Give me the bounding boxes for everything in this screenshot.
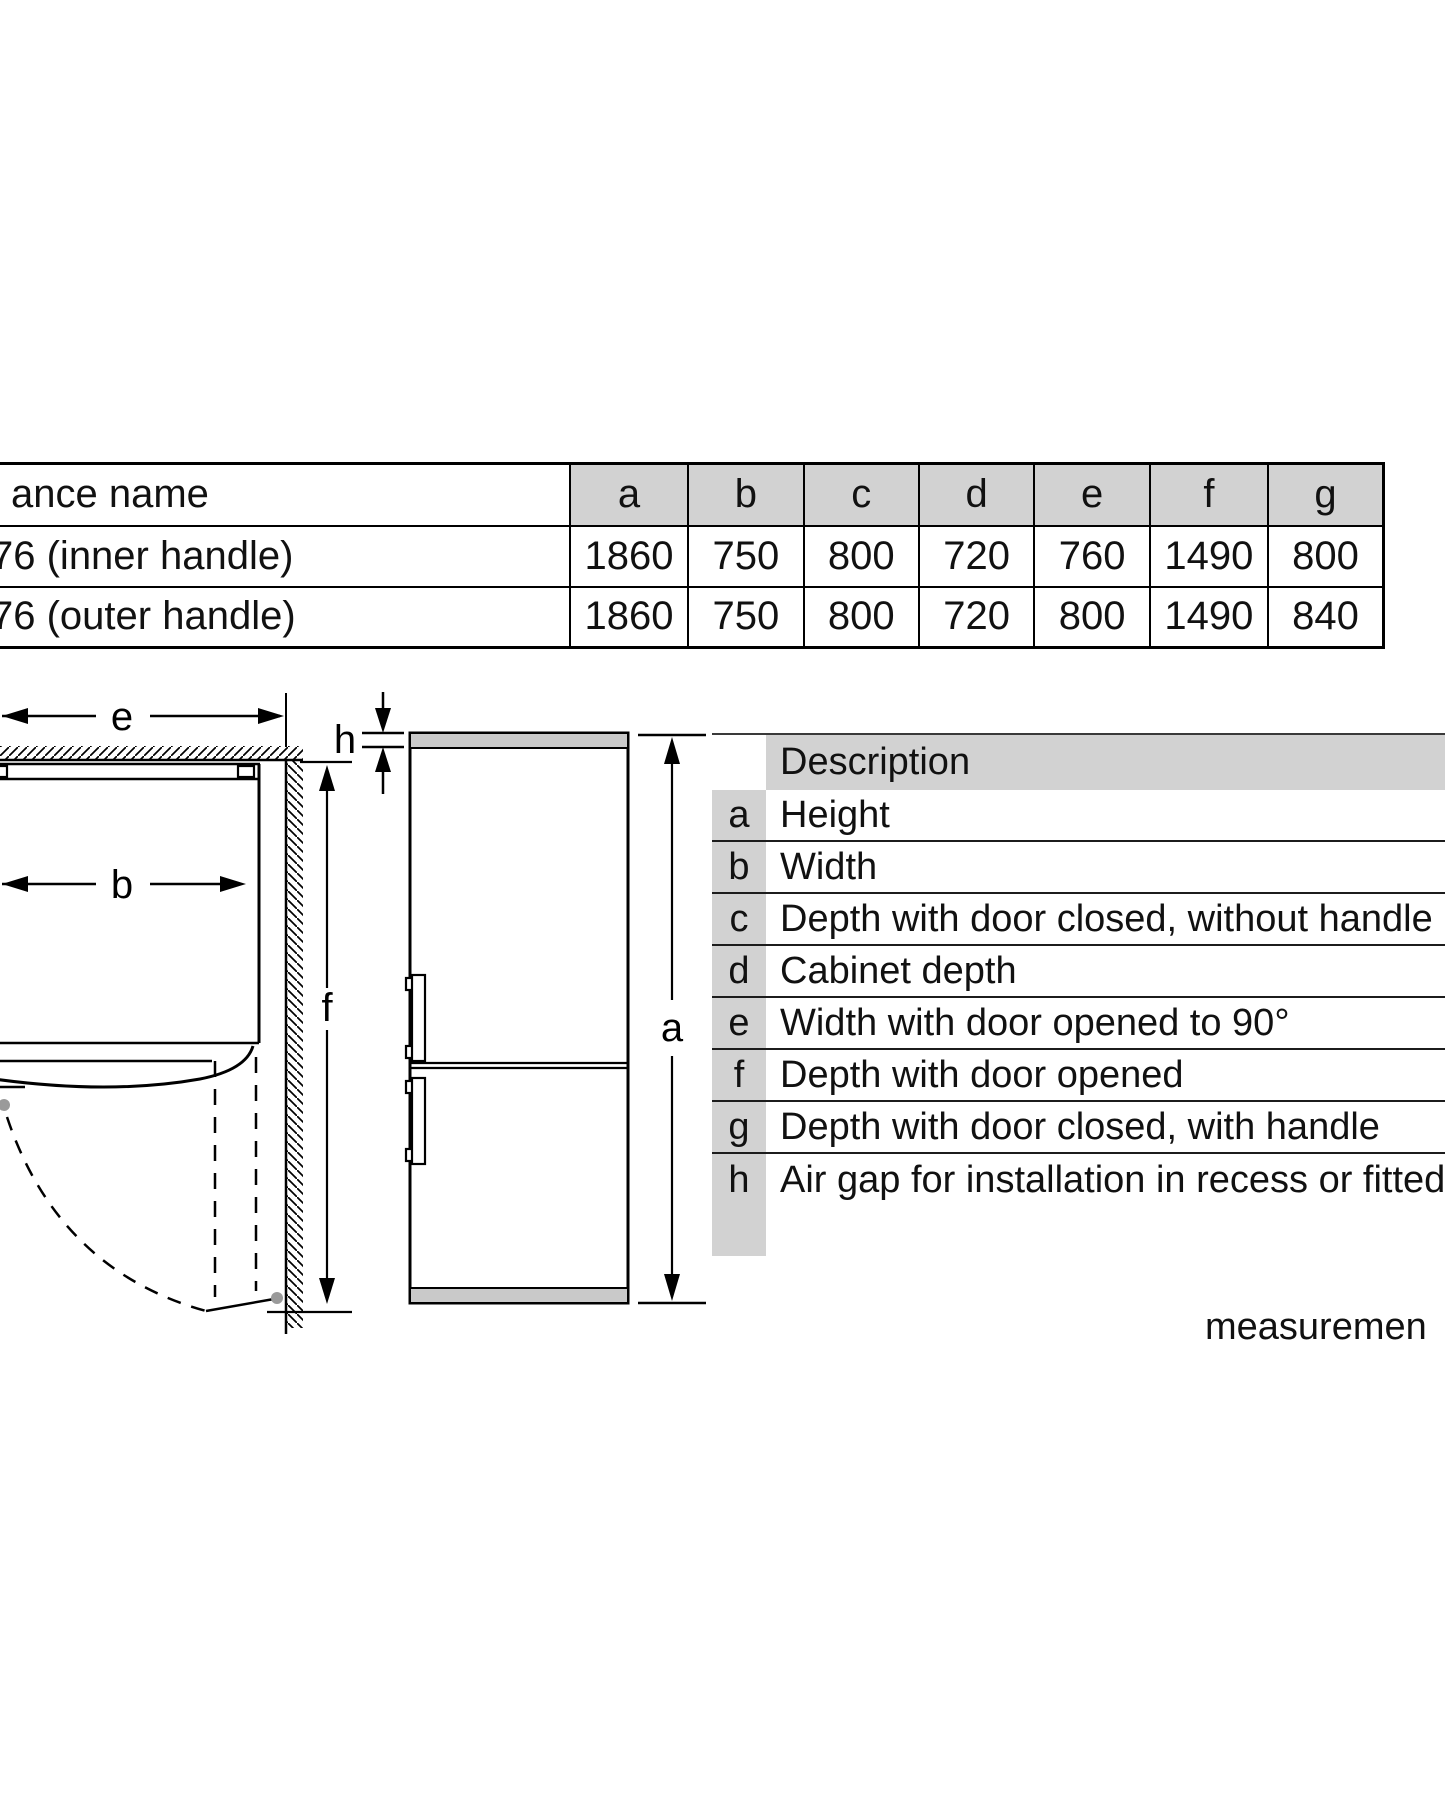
spec-row-name: 76 (outer handle) xyxy=(0,585,571,649)
dimension-label-e: e xyxy=(111,695,133,739)
spec-col-header-f: f xyxy=(1148,462,1269,527)
spec-value: 720 xyxy=(917,524,1036,588)
description-table: Description a Height b Width c Depth wit… xyxy=(712,733,1445,1256)
fridge-top-cap xyxy=(409,732,629,749)
wall-top-view xyxy=(0,693,303,1334)
spec-value: 1860 xyxy=(568,524,690,588)
row-description: Depth with door closed, without handle xyxy=(780,897,1433,940)
hinge-pivot-dot xyxy=(271,1292,283,1304)
arrowhead-left-icon xyxy=(2,708,28,724)
dimension-label-f: f xyxy=(321,986,333,1030)
door-swing-arc xyxy=(5,1057,283,1313)
spec-row-inner-handle: 76 (inner handle) 1860 750 800 720 760 1… xyxy=(0,524,1385,588)
dimension-e: e xyxy=(2,695,284,739)
spec-row-outer-handle: 76 (outer handle) 1860 750 800 720 800 1… xyxy=(0,585,1385,649)
spec-row-name: 76 (inner handle) xyxy=(0,524,571,588)
dimension-label-a: a xyxy=(661,1006,684,1050)
arrowhead-right-icon xyxy=(258,708,284,724)
cabinet-top-view xyxy=(0,762,261,1045)
arrowhead-down-icon xyxy=(664,1274,680,1301)
spec-col-header-g: g xyxy=(1266,462,1385,527)
row-letter: c xyxy=(712,894,766,944)
row-description: Depth with door opened xyxy=(780,1053,1184,1096)
swing-arc xyxy=(5,1116,207,1313)
spec-value: 1490 xyxy=(1148,585,1269,649)
arrowhead-down-icon xyxy=(375,708,391,733)
description-row-h: h Air gap for installation in recess or … xyxy=(712,1154,1445,1206)
spec-value: 750 xyxy=(687,524,805,588)
dimension-f: f xyxy=(267,760,352,1314)
spec-value: 840 xyxy=(1266,585,1385,649)
arrowhead-right-icon xyxy=(220,876,246,892)
arrowhead-up-icon xyxy=(664,737,680,764)
spec-name-header: ance name xyxy=(0,462,571,527)
fridge-plinth xyxy=(409,1287,629,1304)
row-letter: f xyxy=(712,1050,766,1100)
letter-header-cell xyxy=(712,735,766,790)
upper-door-handle xyxy=(404,973,427,1063)
arrowhead-down-icon xyxy=(319,1278,335,1304)
description-row-e: e Width with door opened to 90° xyxy=(712,998,1445,1050)
spec-value: 800 xyxy=(802,585,920,649)
description-header-row: Description xyxy=(712,735,1445,790)
spec-value: 1860 xyxy=(568,585,690,649)
dimension-b: b xyxy=(2,863,246,907)
wall-hatch-horizontal xyxy=(0,746,303,759)
dimension-a: a xyxy=(638,733,706,1305)
row-letter: h xyxy=(712,1154,766,1206)
spec-value: 750 xyxy=(687,585,805,649)
lower-door-handle xyxy=(404,1076,427,1166)
dimension-h: h xyxy=(334,692,404,794)
description-row-g: g Depth with door closed, with handle xyxy=(712,1102,1445,1154)
description-row-c: c Depth with door closed, without handle xyxy=(712,894,1445,946)
wall-hatch-vertical xyxy=(287,760,303,1328)
spec-col-header-a: a xyxy=(568,462,690,527)
description-row-d: d Cabinet depth xyxy=(712,946,1445,998)
row-description: Depth with door closed, with handle xyxy=(780,1105,1380,1148)
spec-table: ance name a b c d e f g 76 (inner handle… xyxy=(0,462,1385,649)
spec-value: 760 xyxy=(1033,524,1151,588)
row-description: Width xyxy=(780,845,878,888)
arrowhead-up-icon xyxy=(375,747,391,772)
spec-value: 720 xyxy=(917,585,1036,649)
fridge-body xyxy=(408,731,630,1305)
description-row-a: a Height xyxy=(712,790,1445,842)
dimension-label-b: b xyxy=(111,863,133,907)
spec-value: 800 xyxy=(1033,585,1151,649)
row-letter: d xyxy=(712,946,766,996)
description-header: Description xyxy=(766,735,1445,790)
arrowhead-left-icon xyxy=(2,876,28,892)
measurements-footnote: measuremen xyxy=(1205,1306,1427,1348)
wall-spacer-left xyxy=(0,764,9,779)
description-row-f: f Depth with door opened xyxy=(712,1050,1445,1102)
row-description: Cabinet depth xyxy=(780,949,1017,992)
spec-value: 1490 xyxy=(1148,524,1269,588)
door-front-edge xyxy=(0,1045,255,1089)
row-letter: e xyxy=(712,998,766,1048)
letter-column-tail xyxy=(712,1206,766,1256)
row-description: Width with door opened to 90° xyxy=(780,1001,1290,1044)
door-closed-top-view xyxy=(0,1045,255,1111)
spec-value: 800 xyxy=(802,524,920,588)
spec-header-row: ance name a b c d e f g xyxy=(0,462,1385,527)
arrowhead-up-icon xyxy=(319,765,335,791)
row-description: Height xyxy=(780,793,890,836)
spec-col-header-d: d xyxy=(917,462,1036,527)
spec-value: 800 xyxy=(1266,524,1385,588)
spec-col-header-c: c xyxy=(802,462,920,527)
description-row-b: b Width xyxy=(712,842,1445,894)
row-letter: a xyxy=(712,790,766,840)
spec-col-header-e: e xyxy=(1033,462,1151,527)
installation-diagram: e h b xyxy=(0,692,706,1334)
row-letter: b xyxy=(712,842,766,892)
wall-spacer-right xyxy=(236,764,256,779)
handle-pivot-dot xyxy=(0,1099,10,1111)
dimension-label-h: h xyxy=(334,718,356,762)
row-letter: g xyxy=(712,1102,766,1152)
spec-col-header-b: b xyxy=(687,462,805,527)
fridge-side-view xyxy=(404,731,630,1305)
row-description: Air gap for installation in recess or fi… xyxy=(780,1158,1445,1201)
